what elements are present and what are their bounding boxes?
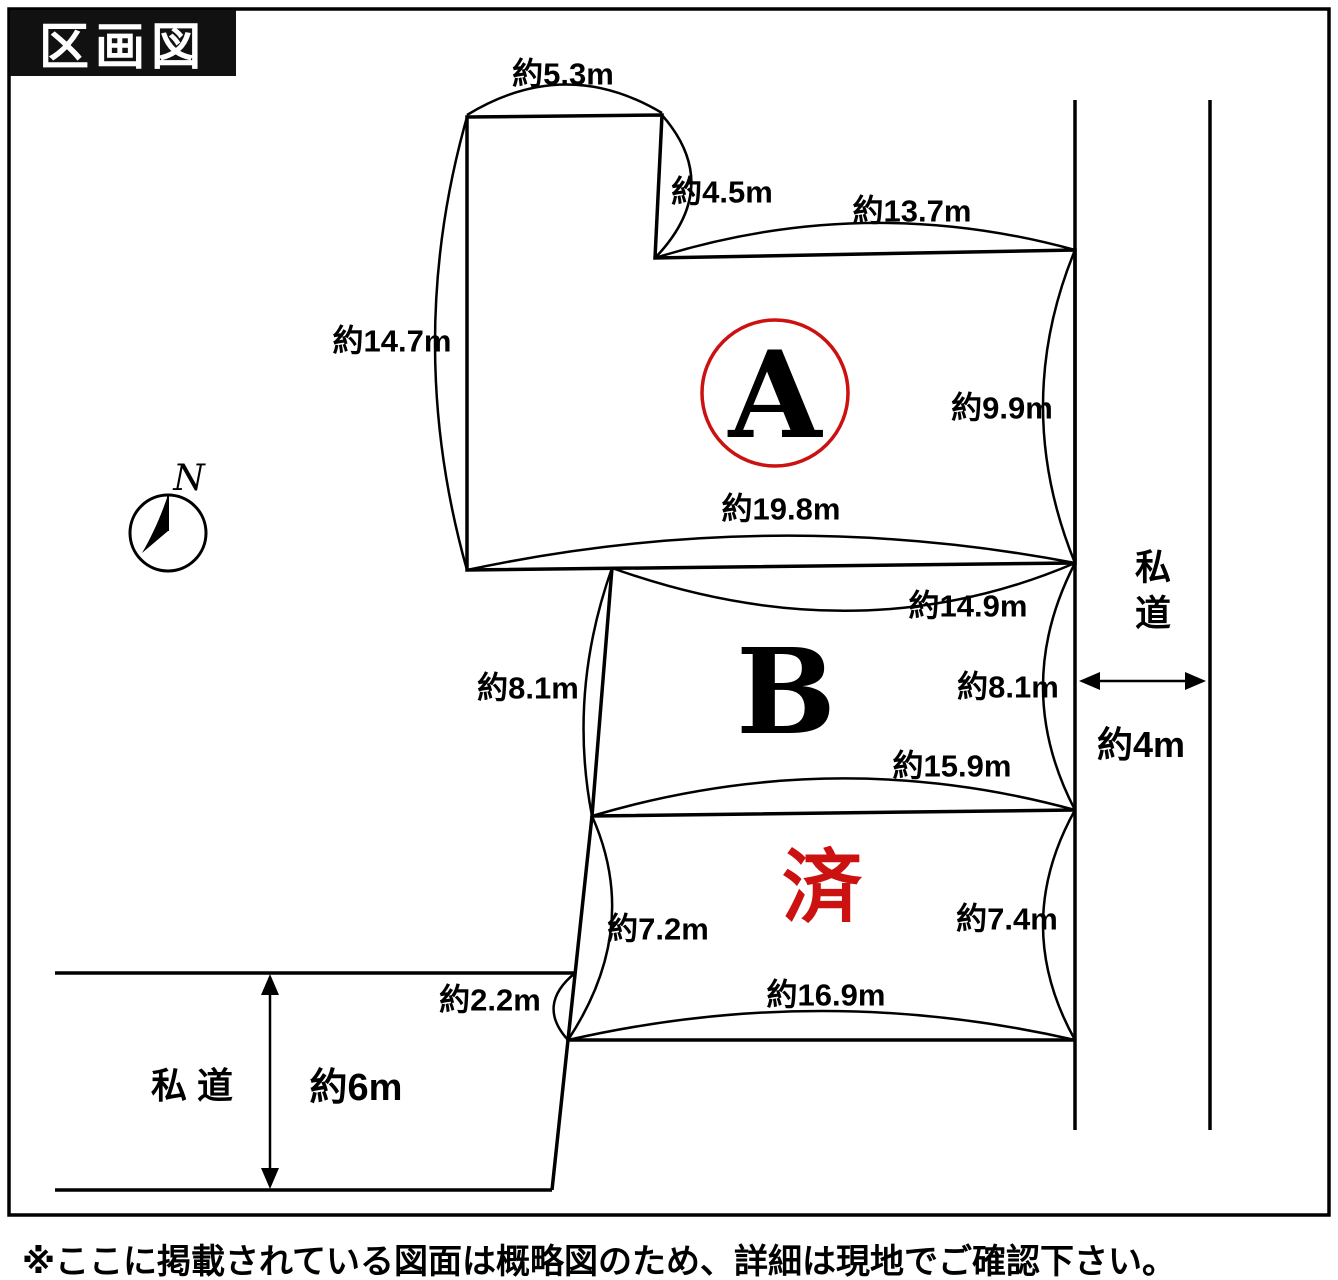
dim-arc-c-right	[1041, 809, 1077, 1041]
dim-arc-a-bottom	[466, 534, 1076, 572]
road-right-label: 私道	[1130, 548, 1171, 640]
dim-arc-b-bottom	[591, 777, 1076, 818]
disclaimer-note: ※ここに掲載されている図面は概略図のため、詳細は現地でご確認下さい。	[22, 1243, 1177, 1280]
dim-label-a-bottom: 約19.8m	[721, 491, 841, 527]
lot-a-red-circle	[700, 318, 850, 468]
dim-label-a-top: 約5.3m	[512, 56, 614, 92]
lot-b-label: B	[736, 622, 836, 761]
lot-a-label: A	[728, 325, 822, 466]
dim-arc-a-left	[433, 116, 469, 571]
dim-label-a-right: 約9.9m	[951, 390, 1053, 426]
compass	[128, 493, 208, 573]
compass-needle-icon	[142, 495, 168, 553]
dim-label-b-top: 約14.9m	[908, 588, 1028, 624]
dim-arc-c-left-lower	[552, 972, 576, 1041]
dim-label-a-top-right: 約13.7m	[852, 193, 972, 229]
dim-label-b-bottom: 約15.9m	[892, 748, 1012, 784]
dim-arc-a-top-right	[654, 221, 1076, 260]
outer-border	[7, 7, 1331, 1217]
page-title: 区画図	[10, 10, 236, 76]
dim-label-c-left-lower: 約2.2m	[439, 982, 541, 1018]
road-bottom-label: 私 道	[150, 1065, 234, 1106]
dimension-arcs	[433, 83, 1077, 1042]
dim-arc-a-top	[466, 83, 663, 117]
dim-arc-b-top	[611, 561, 1076, 613]
dim-label-a-left: 約14.7m	[332, 323, 452, 359]
dim-arc-c-left	[566, 815, 614, 1041]
dim-arc-c-bottom	[567, 1009, 1076, 1042]
road-right-width-label: 約4m	[1096, 724, 1186, 765]
compass-north-label: N	[173, 458, 205, 499]
dim-label-c-right: 約7.4m	[956, 901, 1058, 937]
dim-label-a-notch: 約4.5m	[671, 174, 773, 210]
dim-label-b-left: 約8.1m	[477, 670, 579, 706]
dim-label-c-bottom: 約16.9m	[766, 977, 886, 1013]
dim-arc-a-right	[1041, 249, 1077, 564]
boundary-extension-line	[550, 1039, 570, 1191]
dim-arc-a-notch	[654, 114, 693, 259]
road-right-width-arrow	[1079, 672, 1206, 690]
dim-arc-b-left	[582, 567, 614, 817]
road-bottom-width-label: 約6m	[309, 1067, 403, 1109]
dim-arc-b-right	[1041, 562, 1077, 811]
dim-label-b-right: 約8.1m	[957, 669, 1059, 705]
road-bottom-width-arrow	[261, 974, 279, 1189]
lot-c-sold-status: 済	[782, 843, 862, 932]
dim-label-c-left: 約7.2m	[607, 911, 709, 947]
